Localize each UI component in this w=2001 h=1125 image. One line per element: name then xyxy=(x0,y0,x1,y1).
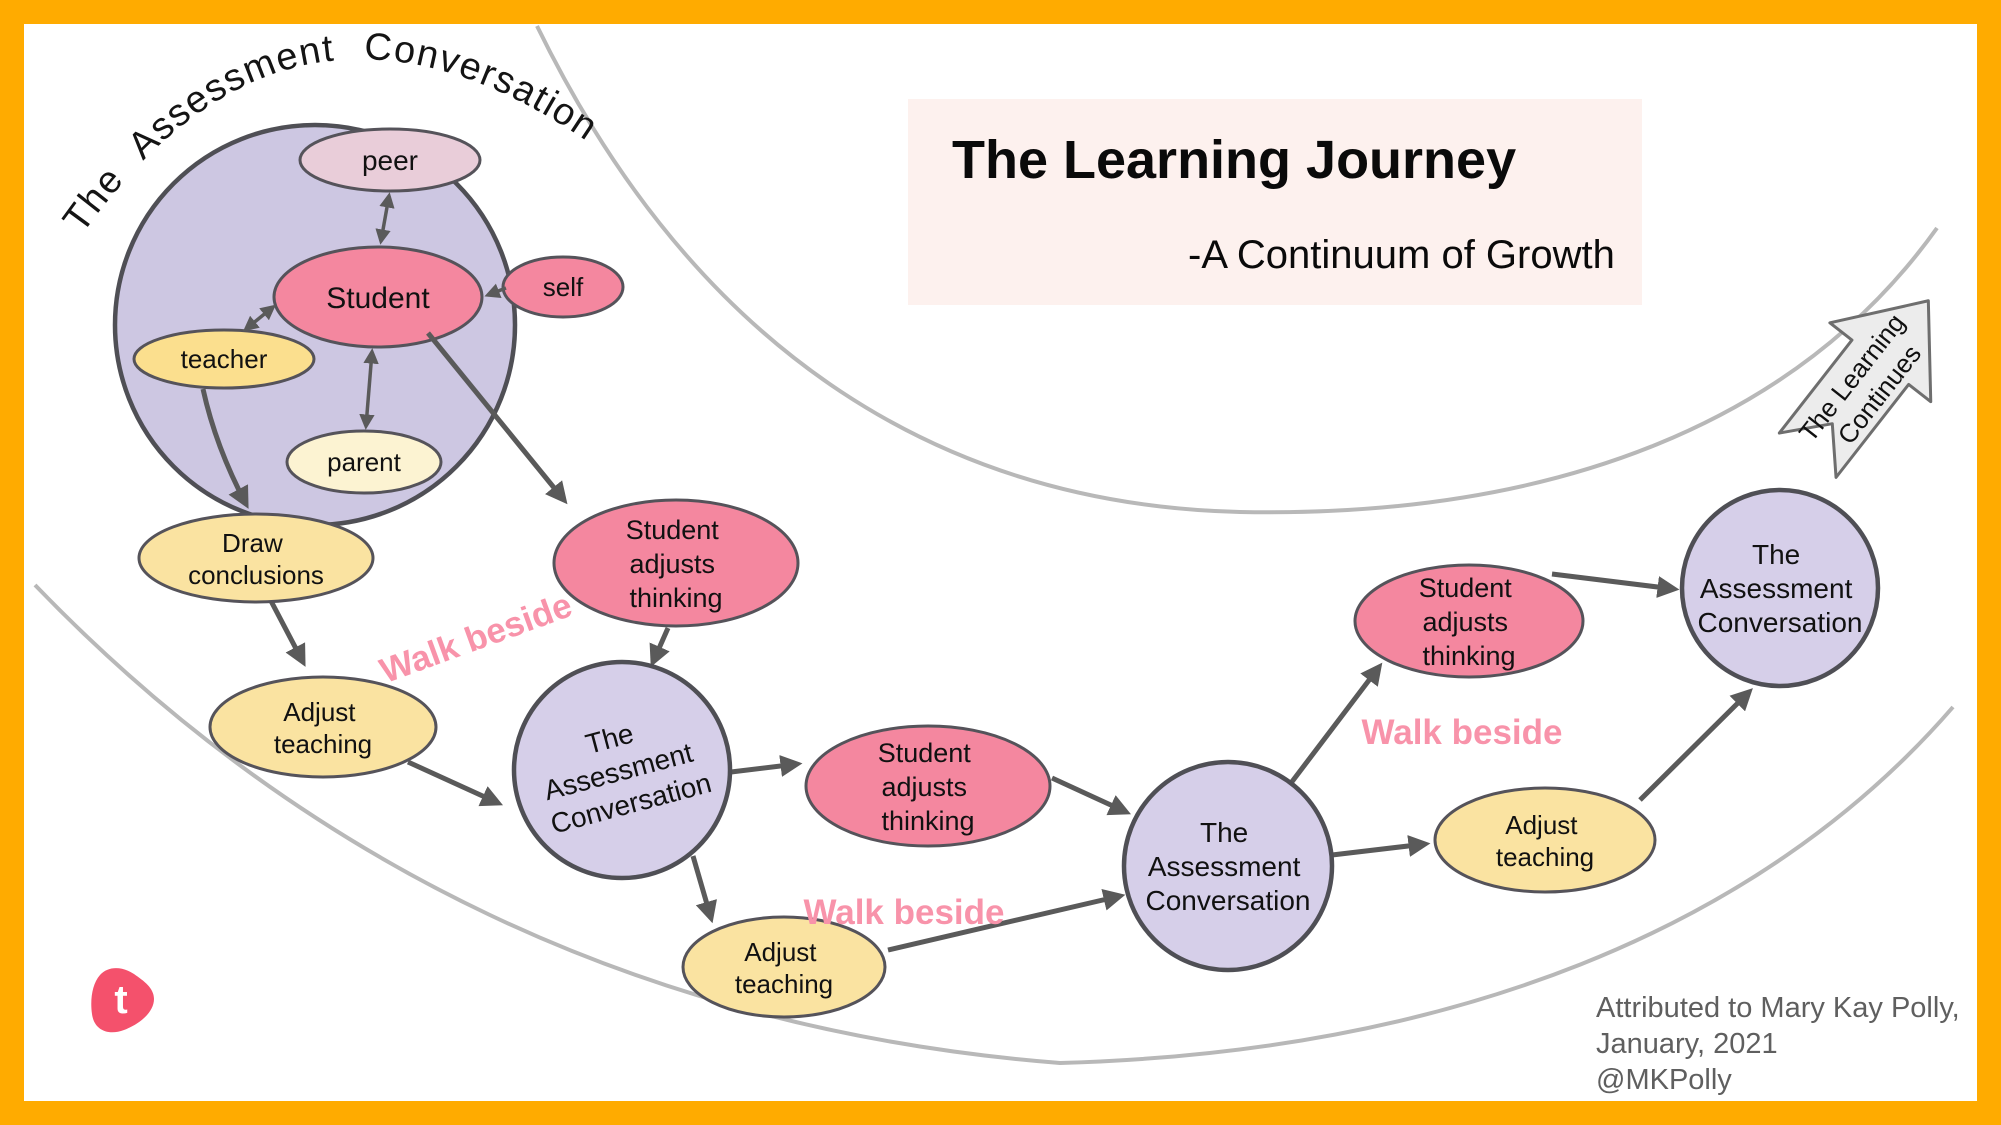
ac-3-line2: Assessment xyxy=(1700,573,1853,604)
attribution-line1: Attributed to Mary Kay Polly, xyxy=(1596,992,1960,1024)
assessment-conversation-label-2: The Assessment Conversation xyxy=(1146,817,1311,916)
swoosh-lower-arc xyxy=(33,583,1955,1066)
sat-3-line2: adjusts xyxy=(1422,607,1508,637)
arrow-adjusts-thinking-1-to-circle-1 xyxy=(649,626,671,668)
arrow-adjust-teaching-2-to-circle-2 xyxy=(887,889,1126,953)
draw-conclusions-line1: Draw xyxy=(222,528,283,558)
sat-2-line2: adjusts xyxy=(881,772,967,802)
page-title: The Learning Journey xyxy=(952,130,1516,190)
sat-1-line2: adjusts xyxy=(629,549,715,579)
draw-conclusions-ellipse xyxy=(137,512,375,604)
sat-1-line1: Student xyxy=(626,515,720,545)
student-ellipse xyxy=(272,245,484,349)
page-subtitle: -A Continuum of Growth xyxy=(1188,233,1615,277)
arrow-draw-conclusions-to-adjust-teaching-1 xyxy=(268,599,306,667)
arrow-circle-1-to-adjust-teaching-2 xyxy=(690,855,717,924)
adjust-teaching-label-1: Adjust teaching xyxy=(274,697,372,759)
student-adjusts-thinking-ellipse-2 xyxy=(804,724,1052,848)
walk-beside-label-3: Walk beside xyxy=(1362,713,1563,752)
ac-2-line3: Conversation xyxy=(1146,885,1311,916)
arrow-adjusts-thinking-2-to-circle-2 xyxy=(1050,775,1131,816)
assessment-conversation-circle-2 xyxy=(1121,759,1335,973)
adjust-teaching-ellipse-1 xyxy=(208,675,438,779)
adjust-teaching-1-line2: teaching xyxy=(274,729,372,759)
arrow-student-to-adjusts-thinking-1 xyxy=(426,331,568,505)
logo-letter: t xyxy=(114,978,127,1022)
ac-3-line1: The xyxy=(1752,539,1800,570)
self-ellipse xyxy=(501,255,625,319)
adjust-teaching-ellipse-3 xyxy=(1433,786,1657,894)
arrow-teacher-to-draw-conclusions xyxy=(200,388,249,509)
assessment-conversation-circle-3 xyxy=(1679,487,1881,689)
arrow-adjusts-thinking-3-to-circle-3 xyxy=(1551,571,1680,598)
swoosh-upper-arc xyxy=(535,25,1939,515)
teacher-label: teacher xyxy=(181,344,268,374)
sat-2-line1: Student xyxy=(878,738,972,768)
adjust-teaching-ellipse-2 xyxy=(681,915,887,1019)
peer-label: peer xyxy=(362,145,418,176)
adjust-teaching-3-line1: Adjust xyxy=(1505,810,1578,840)
arrow-adjust-teaching-1-to-circle-1 xyxy=(406,759,504,807)
learning-continues-arrow-shape xyxy=(1777,299,1933,479)
sat-3-line1: Student xyxy=(1419,573,1513,603)
adjust-teaching-label-3: Adjust teaching xyxy=(1496,810,1594,872)
adjust-teaching-2-line1: Adjust xyxy=(744,937,817,967)
student-adjusts-thinking-label-1: Student adjusts thinking xyxy=(626,515,727,613)
ac-2-line1: The xyxy=(1200,817,1248,848)
student-adjusts-thinking-ellipse-1 xyxy=(552,498,800,628)
student-label: Student xyxy=(326,282,430,315)
arrow-circle-2-to-adjust-teaching-3 xyxy=(1331,835,1431,858)
logo-mark: t xyxy=(91,968,154,1033)
title-background xyxy=(908,99,1642,305)
arrow-adjust-teaching-3-to-circle-3 xyxy=(1638,688,1753,802)
peer-ellipse xyxy=(298,127,482,193)
arrow-teacher-student xyxy=(243,304,276,332)
walk-beside-label-1: Walk beside xyxy=(375,585,577,690)
journey-nodes: Draw conclusions Adjust teaching Student… xyxy=(137,487,1881,1019)
assessment-conversation-label-3: The Assessment Conversation xyxy=(1698,539,1863,638)
student-adjusts-thinking-ellipse-3 xyxy=(1353,563,1585,679)
student-adjusts-thinking-label-3: Student adjusts thinking xyxy=(1419,573,1520,671)
sat-2-line3: thinking xyxy=(881,806,974,836)
assessment-conversation-circle-1 xyxy=(511,659,733,881)
adjust-teaching-label-2: Adjust teaching xyxy=(735,937,833,999)
logo-blob xyxy=(91,968,154,1033)
arrow-student-parent xyxy=(359,348,379,430)
draw-conclusions-line2: conclusions xyxy=(188,560,324,590)
attribution-line3: @MKPolly xyxy=(1596,1064,1732,1096)
title-block: The Learning Journey -A Continuum of Gro… xyxy=(908,99,1642,305)
arrow-circle-2-to-adjusts-thinking-3 xyxy=(1289,662,1383,785)
sat-1-line3: thinking xyxy=(629,583,722,613)
arrow-circle-1-to-adjusts-thinking-2 xyxy=(730,755,803,777)
ac-2-line2: Assessment xyxy=(1148,851,1301,882)
student-adjusts-thinking-label-2: Student adjusts thinking xyxy=(878,738,979,836)
self-label: self xyxy=(543,272,584,302)
parent-ellipse xyxy=(285,429,443,495)
ac-3-line3: Conversation xyxy=(1698,607,1863,638)
arrow-self-student xyxy=(484,283,507,298)
attribution-line2: January, 2021 xyxy=(1596,1028,1778,1060)
arrow-peer-student xyxy=(375,192,395,245)
adjust-teaching-2-line2: teaching xyxy=(735,969,833,999)
assessment-conversation-bubble: The Assessment Conversation peer Student… xyxy=(55,26,625,528)
parent-label: parent xyxy=(327,447,401,477)
learning-continues-arrow: The Learning Continues xyxy=(1777,299,1933,479)
sat-3-line3: thinking xyxy=(1422,641,1515,671)
draw-conclusions-label: Draw conclusions xyxy=(188,528,324,590)
walk-beside-label-2: Walk beside xyxy=(804,893,1005,932)
adjust-teaching-1-line1: Adjust xyxy=(283,697,356,727)
journey-arrows xyxy=(200,331,1753,953)
attribution: Attributed to Mary Kay Polly, January, 2… xyxy=(1596,992,1968,1096)
adjust-teaching-3-line2: teaching xyxy=(1496,842,1594,872)
teacher-ellipse xyxy=(132,328,316,390)
